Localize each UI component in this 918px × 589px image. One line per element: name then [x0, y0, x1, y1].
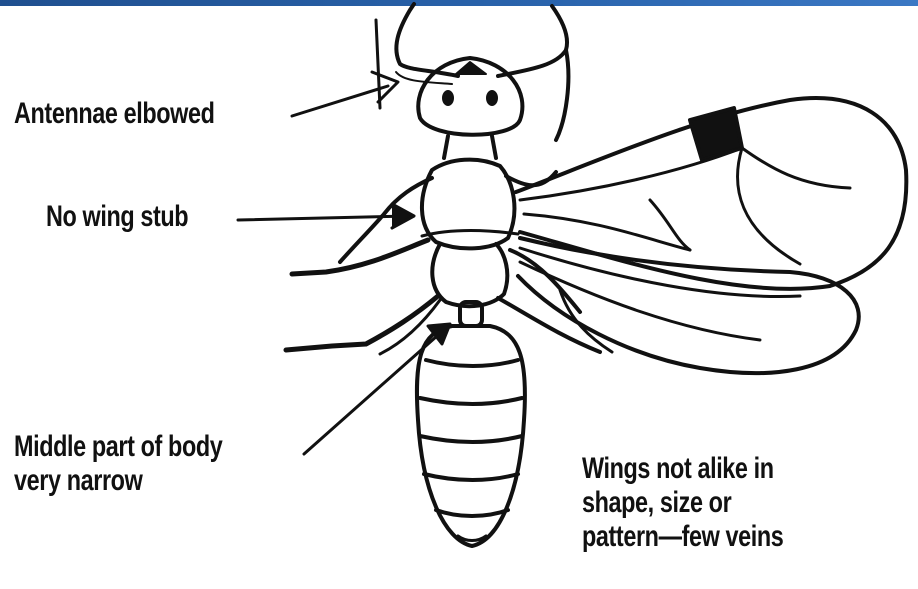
- mid-leg-left: [292, 240, 428, 274]
- right-antenna-segment: [556, 50, 568, 140]
- label-no-wing-stub: No wing stub: [46, 200, 188, 234]
- hindwing: [518, 238, 859, 373]
- label-wings-not-alike: Wings not alike in shape, size or patter…: [582, 452, 783, 554]
- thorax-segment: [422, 231, 518, 237]
- right-eye: [486, 90, 498, 106]
- label-antennae-elbowed: Antennae elbowed: [14, 97, 214, 131]
- arrow-middle-body: [304, 324, 450, 454]
- left-eye: [442, 90, 454, 106]
- neck: [444, 136, 496, 158]
- hind-leg-left: [286, 296, 438, 350]
- front-leg-left: [340, 178, 432, 262]
- head-crown: [456, 62, 486, 74]
- thorax: [422, 160, 514, 249]
- arrow-antenna-tick: [376, 20, 380, 108]
- abdomen: [417, 326, 525, 546]
- label-middle-body-narrow: Middle part of body very narrow: [14, 430, 222, 498]
- right-antenna: [498, 6, 567, 76]
- arrow-antennae: [292, 72, 398, 116]
- mesothorax: [432, 244, 507, 306]
